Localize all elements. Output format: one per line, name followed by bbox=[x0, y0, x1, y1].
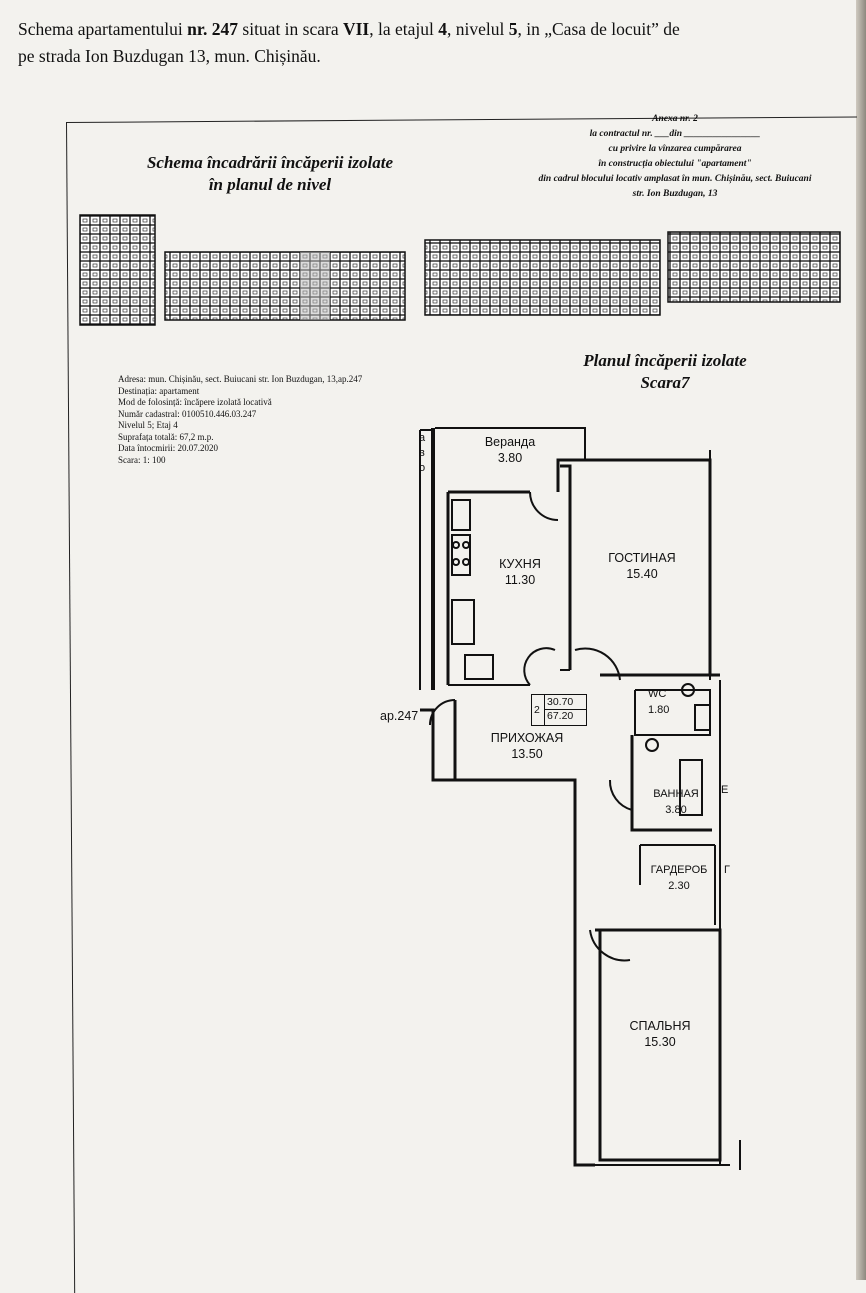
room-name: ВАННАЯ bbox=[653, 788, 699, 800]
room-bath: ВАННАЯ 3.80 bbox=[644, 786, 708, 818]
room-name: СПАЛЬНЯ bbox=[629, 1019, 691, 1033]
room-name: ГОСТИНАЯ bbox=[608, 551, 676, 565]
level-plan-left bbox=[79, 214, 406, 326]
room-area: 2.30 bbox=[668, 880, 690, 892]
room-name: WC bbox=[648, 688, 667, 700]
page-edge-shadow bbox=[856, 0, 866, 1280]
room-name: ПРИХОЖАЯ bbox=[490, 731, 564, 745]
room-wc: WC 1.80 bbox=[648, 686, 688, 718]
room-area: 11.30 bbox=[504, 573, 536, 587]
room-veranda: Веранда 3.80 bbox=[475, 434, 545, 466]
edge-letter: Е bbox=[721, 784, 729, 796]
room-area: 15.30 bbox=[644, 1035, 676, 1049]
room-name: Веранда bbox=[484, 435, 536, 449]
plan-title: Planul încăperii izolate Scara7 bbox=[583, 351, 747, 392]
level-plan-right bbox=[424, 231, 841, 316]
area-summary-box: 2 30.70 67.20 bbox=[531, 694, 587, 726]
edge-letter: в bbox=[419, 447, 425, 459]
summary-rooms: 2 bbox=[534, 704, 540, 716]
room-living: ГОСТИНАЯ 15.40 bbox=[592, 550, 692, 582]
edge-letter: Г bbox=[724, 864, 730, 876]
room-area: 13.50 bbox=[511, 747, 543, 761]
room-area: 15.40 bbox=[626, 567, 658, 581]
room-bedroom: СПАЛЬНЯ 15.30 bbox=[612, 1018, 708, 1050]
room-hall: ПРИХОЖАЯ 13.50 bbox=[472, 730, 582, 762]
level-scheme-title: Schema încadrării încăperii izolate în p… bbox=[146, 153, 394, 194]
room-kitchen: КУХНЯ 11.30 bbox=[480, 556, 560, 588]
document-header: Schema apartamentului nr. 247 situat in … bbox=[18, 19, 680, 66]
info-block: Adresa: mun. Chișinău, sect. Buiucani st… bbox=[118, 374, 363, 465]
room-area: 1.80 bbox=[648, 704, 670, 716]
room-area: 3.80 bbox=[665, 804, 687, 816]
summary-total-area: 67.20 bbox=[547, 710, 574, 722]
annex-block: Anexa nr. 2 la contractul nr. ___din ___… bbox=[538, 114, 812, 199]
room-name: ГАРДЕРОБ bbox=[650, 864, 708, 876]
room-name: КУХНЯ bbox=[499, 557, 541, 571]
room-area: 3.80 bbox=[497, 451, 523, 465]
edge-letter: а bbox=[419, 432, 426, 444]
edge-letter: о bbox=[419, 462, 426, 474]
summary-living-area: 30.70 bbox=[547, 696, 574, 708]
apartment-label: ар.247 bbox=[380, 709, 419, 723]
room-wardrobe: ГАРДЕРОБ 2.30 bbox=[644, 862, 714, 894]
